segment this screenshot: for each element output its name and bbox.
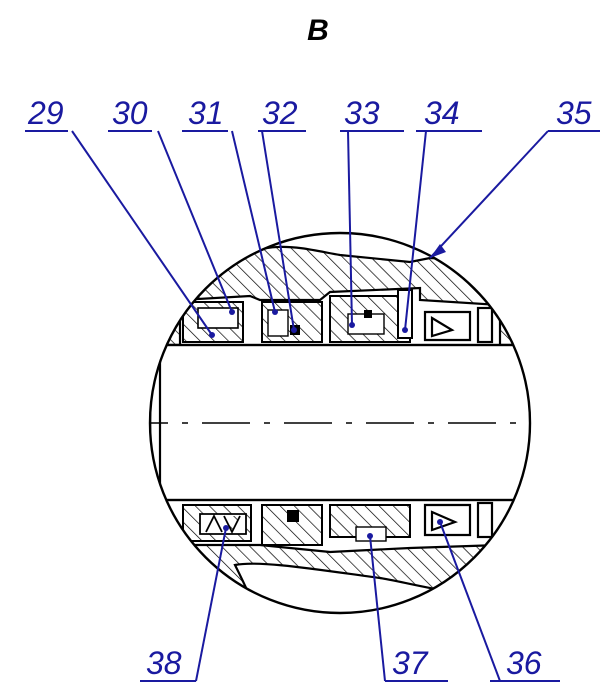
part-38-v-insert	[199, 513, 247, 535]
label-35: 35	[556, 95, 592, 131]
part-32-oring-low	[287, 510, 299, 522]
section-detail	[150, 245, 530, 613]
view-title: B	[307, 14, 329, 47]
part-36-seal-top	[423, 310, 472, 342]
label-38: 38	[146, 645, 182, 681]
part-36-retainer-bottom	[476, 501, 494, 539]
part-33-oring	[364, 310, 372, 318]
label-34: 34	[424, 95, 460, 131]
label-37: 37	[392, 645, 429, 681]
label-32: 32	[262, 95, 298, 131]
part-36-retainer-top	[476, 306, 494, 344]
leader-lines-bottom	[140, 519, 560, 682]
part-36-seal-bottom	[423, 503, 472, 537]
part-30-insert	[197, 307, 239, 329]
part-31-insert	[267, 309, 289, 337]
leader-lines-top	[25, 130, 600, 338]
part-number-labels: 29 30 31 32 33 34 35 38 37 36	[27, 95, 592, 681]
label-33: 33	[344, 95, 380, 131]
label-31: 31	[188, 95, 224, 131]
detail-circle	[148, 231, 532, 615]
label-29: 29	[27, 95, 64, 131]
label-36: 36	[506, 645, 542, 681]
label-30: 30	[112, 95, 148, 131]
